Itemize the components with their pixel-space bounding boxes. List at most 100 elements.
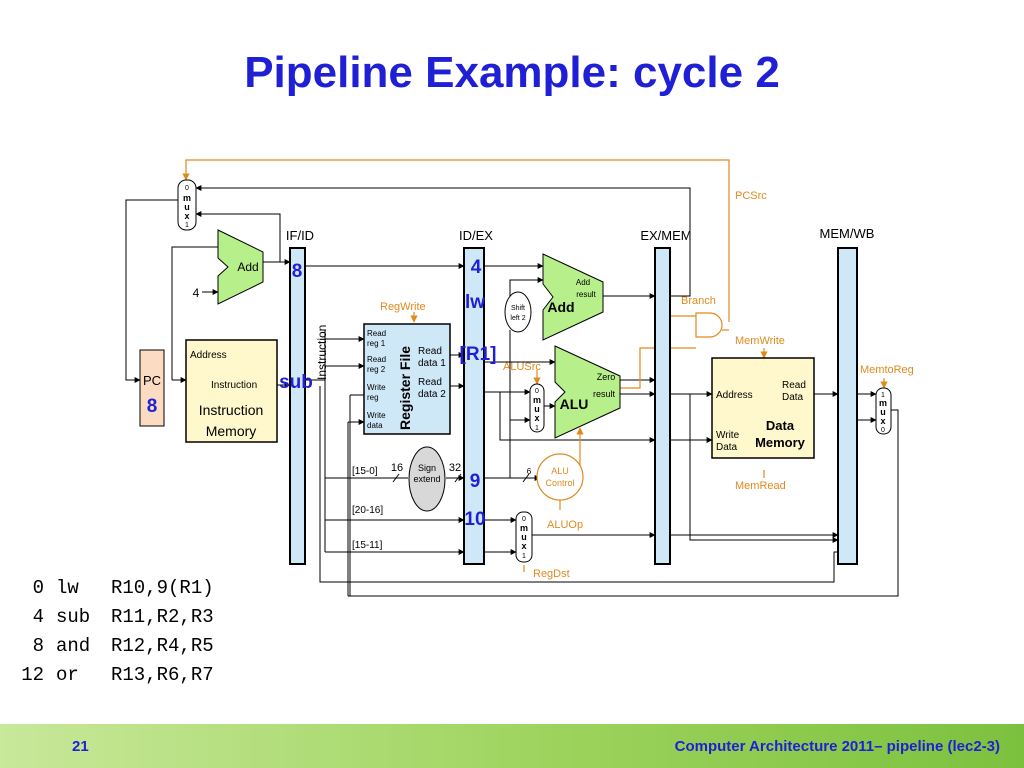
ex-mem-label: EX/MEM xyxy=(640,228,691,243)
alu-label: ALU xyxy=(560,396,589,412)
id-ex-instr-value: lw xyxy=(465,292,485,313)
shift-left-2 xyxy=(504,291,532,333)
regfile-read-data2-a: Read xyxy=(418,377,442,388)
alu-control-label-2: Control xyxy=(545,478,574,488)
field-15-0: [15-0] xyxy=(352,466,378,477)
code-opcode: or xyxy=(56,664,79,686)
dmem-write-data-1: Write xyxy=(716,430,740,441)
data-memory xyxy=(711,357,815,459)
memwrite-label: MemWrite xyxy=(735,335,785,347)
memread-label: MemRead xyxy=(735,480,786,492)
regdst-mux-x: x xyxy=(521,541,526,551)
field-20-16: [20-16] xyxy=(352,505,383,516)
memtoreg-mux-in0: 0 xyxy=(881,427,885,434)
branch-and-gate xyxy=(695,312,723,338)
footer-text: Computer Architecture 2011– pipeline (le… xyxy=(674,738,1000,755)
pc-mux-in0: 0 xyxy=(185,185,189,192)
alusrc-mux-m: m xyxy=(533,395,541,405)
alu-result-label: result xyxy=(593,389,616,399)
dmem-write-data-2: Data xyxy=(716,442,738,453)
id-ex-reg-value: [R1] xyxy=(460,344,497,365)
code-operands: R13,R6,R7 xyxy=(111,664,214,686)
id-ex-imm-value: 9 xyxy=(470,471,481,492)
page-number: 21 xyxy=(72,738,89,755)
ex-adder xyxy=(542,253,604,341)
code-operands: R12,R4,R5 xyxy=(111,635,214,657)
dmem-title-2: Memory xyxy=(755,435,806,450)
sign-extend-label-1: Sign xyxy=(418,463,436,473)
regfile-read-reg1-a: Read xyxy=(367,329,386,338)
sign-extend-label-2: extend xyxy=(413,474,440,484)
regwrite-label: RegWrite xyxy=(380,301,426,313)
mem-wb-label: MEM/WB xyxy=(820,226,875,241)
regfile-read-data2-b: data 2 xyxy=(418,389,446,400)
regdst-mux-in1: 1 xyxy=(522,553,526,560)
regfile-read-data1-a: Read xyxy=(418,346,442,357)
pc-mux-x: x xyxy=(184,211,189,221)
regfile-write-reg-a: Write xyxy=(367,383,386,392)
ex-adder-result-2: result xyxy=(576,290,596,299)
if-adder xyxy=(217,229,264,305)
code-opcode: sub xyxy=(56,606,91,628)
imem-title-1: Instruction xyxy=(199,402,264,418)
imem-instruction-label: Instruction xyxy=(211,380,257,391)
regdst-mux-u: u xyxy=(521,532,527,542)
pc-label: PC xyxy=(143,373,161,388)
width-6: 6 xyxy=(527,467,532,476)
id-ex-register xyxy=(463,247,485,565)
sign-extend xyxy=(408,446,446,512)
instruction-bus-label: Instruction xyxy=(315,325,329,380)
dmem-read-data-1: Read xyxy=(782,380,806,391)
pipeline-datapath-diagram: IF/ID ID/EX EX/MEM MEM/WB PC 8 Address I… xyxy=(125,159,914,597)
pc-value: 8 xyxy=(147,396,158,417)
code-address: 12 xyxy=(21,664,44,686)
branch-label: Branch xyxy=(681,295,716,307)
if-adder-const: 4 xyxy=(193,286,200,300)
regdst-label: RegDst xyxy=(533,568,570,580)
if-id-pc-value: 8 xyxy=(292,261,303,282)
shift-left-label-2: left 2 xyxy=(510,315,525,322)
width-16: 16 xyxy=(391,462,403,474)
if-id-label: IF/ID xyxy=(286,228,314,243)
memtoreg-label: MemtoReg xyxy=(860,364,914,376)
alusrc-mux-in1: 1 xyxy=(535,425,539,432)
if-adder-label: Add xyxy=(237,260,258,274)
code-line: 12 or R13,R6,R7 xyxy=(14,661,214,690)
pc-mux-in1: 1 xyxy=(185,222,189,229)
alusrc-mux-in0: 0 xyxy=(535,388,539,395)
dmem-title-1: Data xyxy=(766,418,795,433)
register-file xyxy=(363,323,451,435)
code-operands: R11,R2,R3 xyxy=(111,606,214,628)
code-address: 0 xyxy=(32,577,44,599)
regfile-title: Register File xyxy=(397,346,413,430)
regfile-read-reg2-a: Read xyxy=(367,355,386,364)
alu-zero-label: Zero xyxy=(597,372,616,382)
regdst-mux xyxy=(515,511,533,563)
alusrc-mux xyxy=(529,383,545,433)
memtoreg-mux-m: m xyxy=(879,398,887,408)
datapath-wires xyxy=(125,185,899,597)
alusrc-label: ALUSrc xyxy=(503,361,541,373)
regdst-mux-m: m xyxy=(520,523,528,533)
imem-address-label: Address xyxy=(190,350,227,361)
code-address: 4 xyxy=(32,606,44,628)
alu xyxy=(554,345,621,439)
pc-register xyxy=(139,349,165,427)
id-ex-pc-value: 4 xyxy=(471,257,482,278)
shift-left-label-1: Shift xyxy=(511,305,525,312)
alusrc-mux-u: u xyxy=(534,404,540,414)
regfile-write-data-b: data xyxy=(367,421,383,430)
code-line: 4 sub R11,R2,R3 xyxy=(14,603,214,632)
id-ex-rt-value: 10 xyxy=(464,509,485,530)
regfile-read-reg2-b: reg 2 xyxy=(367,365,386,374)
regdst-mux-in0: 0 xyxy=(522,516,526,523)
field-15-11: [15-11] xyxy=(352,540,383,551)
dmem-address-label: Address xyxy=(716,390,753,401)
width-32: 32 xyxy=(449,462,461,474)
regfile-read-data1-b: data 1 xyxy=(418,358,446,369)
aluop-label: ALUOp xyxy=(547,519,583,531)
if-id-register xyxy=(289,247,306,565)
id-ex-label: ID/EX xyxy=(459,228,493,243)
memtoreg-mux xyxy=(875,387,892,435)
